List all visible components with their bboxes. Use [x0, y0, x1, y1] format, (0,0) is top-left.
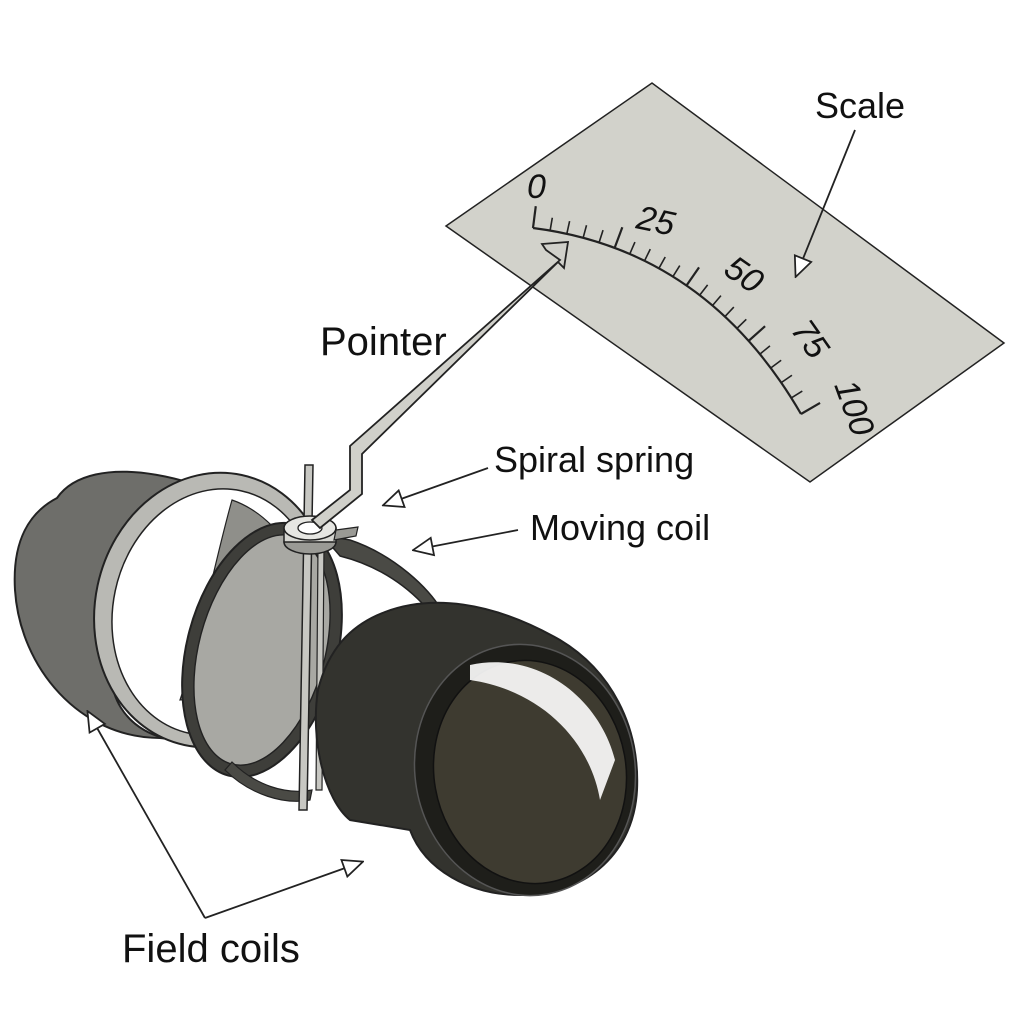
scale-tick [724, 306, 735, 318]
pointer-label: Pointer [320, 320, 447, 364]
scale-mark-25: 25 [632, 198, 678, 243]
spiral-spring-label: Spiral spring [494, 439, 694, 480]
scale-tick [566, 220, 571, 234]
scale-tick [699, 284, 709, 296]
scale-label: Scale [815, 85, 905, 126]
scale-tick [643, 248, 652, 262]
scale-tick [759, 345, 771, 355]
scale-tick [582, 225, 588, 239]
pointer [310, 241, 570, 530]
scale-tick [598, 229, 604, 243]
leader-lines [88, 129, 856, 919]
scale-tick [780, 374, 793, 384]
scale-tick [613, 226, 624, 249]
scale-mark-0: 0 [527, 168, 546, 206]
scale-tick [711, 295, 722, 307]
scale-tick [672, 265, 681, 277]
field-coils-label: Field coils [122, 927, 300, 971]
scale-tick [549, 217, 554, 231]
scale-tick [685, 266, 700, 287]
scale-arc [532, 226, 802, 415]
moving-coil-label: Moving coil [530, 507, 710, 548]
scale-tick [658, 256, 666, 269]
spiral-spring [283, 515, 359, 555]
scale-tick [531, 206, 537, 229]
scale-tick [747, 325, 766, 342]
scale-ticks [531, 206, 821, 415]
scale-tick [629, 241, 636, 255]
scale-tick [800, 402, 821, 415]
scale-tick [790, 390, 803, 399]
right-field-coil [314, 601, 639, 897]
scale-tick [736, 318, 747, 329]
scale-plate [444, 82, 1006, 483]
scale-tick [770, 359, 782, 369]
